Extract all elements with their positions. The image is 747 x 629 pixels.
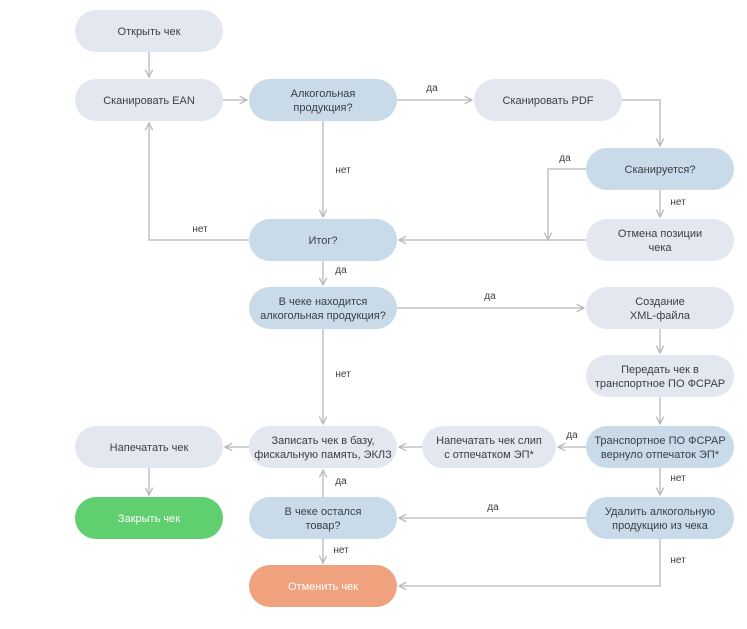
node-scan_ean: Сканировать EAN (75, 79, 223, 121)
node-label-print_slip: Напечатать чек слип (436, 435, 542, 447)
node-total: Итог? (249, 219, 397, 261)
node-label-send: транспортное ПО ФСРАР (595, 378, 725, 390)
node-label-left_goods: товар? (305, 520, 340, 532)
node-alco: Алкогольная продукция? (249, 79, 397, 121)
node-label-create_xml: Создание (635, 296, 685, 308)
edge-label-total-has_alco: да (335, 265, 347, 276)
edge-total-scan_ean (149, 123, 249, 241)
edge-label-total-scan_ean: нет (192, 224, 208, 235)
node-shape-cancel_pos (586, 219, 734, 261)
node-label-left_goods: В чеке остался (285, 506, 362, 518)
node-label-cancel_pos: Отмена позиции (618, 228, 702, 240)
node-label-delete_alco: Удалить алкогольную (605, 506, 715, 518)
node-scanned: Сканируется? (586, 148, 734, 190)
node-label-has_alco: алкогольная продукция? (260, 310, 386, 322)
node-delete_alco: Удалить алкогольную продукцию из чека (586, 497, 734, 539)
node-shape-scan_pdf (474, 79, 622, 121)
edge-label-has_alco-record: нет (335, 369, 351, 380)
node-shape-fsrar_ok (586, 426, 734, 468)
node-send: Передать чек в транспортное ПО ФСРАР (586, 355, 734, 397)
edge-label-delete_alco-cancel: нет (670, 555, 686, 566)
node-shape-total (249, 219, 397, 261)
edge-scan_pdf-scanned (622, 99, 660, 146)
node-label-fsrar_ok: вернуло отпечаток ЭП* (601, 449, 720, 461)
edge-label-fsrar_ok-print_slip: да (566, 430, 578, 441)
node-shape-has_alco (249, 287, 397, 329)
edge-delete_alco-cancel (399, 539, 661, 586)
node-label-close: Закрыть чек (118, 513, 180, 525)
node-label-create_xml: XML-файла (630, 310, 691, 322)
node-label-delete_alco: продукцию из чека (612, 520, 709, 532)
node-shape-scanned (586, 148, 734, 190)
node-label-alco: продукция? (293, 102, 352, 114)
node-label-total: Итог? (308, 235, 337, 247)
node-cancel_pos: Отмена позиции чека (586, 219, 734, 261)
node-scan_pdf: Сканировать PDF (474, 79, 622, 121)
edge-label-scanned-total: да (559, 153, 571, 164)
node-label-send: Передать чек в (621, 364, 699, 376)
node-label-open: Открыть чек (118, 26, 181, 38)
node-label-has_alco: В чеке находится (279, 296, 368, 308)
edge-label-left_goods-record: да (335, 476, 347, 487)
node-shape-scan_ean (75, 79, 223, 121)
node-shape-alco (249, 79, 397, 121)
node-shape-record (249, 426, 397, 468)
node-record: Записать чек в базу, фискальную память, Э… (249, 426, 397, 468)
node-open: Открыть чек (75, 10, 223, 52)
node-label-record: Записать чек в базу, (271, 435, 374, 447)
edge-label-alco-total: нет (335, 165, 351, 176)
node-fsrar_ok: Транспортное ПО ФСРАР вернуло отпечаток Э… (586, 426, 734, 468)
node-label-scan_pdf: Сканировать PDF (503, 95, 594, 107)
node-label-cancel: Отменить чек (288, 581, 358, 593)
node-shape-print (75, 426, 223, 468)
node-label-fsrar_ok: Транспортное ПО ФСРАР (594, 435, 725, 447)
node-print: Напечатать чек (75, 426, 223, 468)
node-label-scanned: Сканируется? (625, 164, 696, 176)
node-label-alco: Алкогольная (291, 88, 356, 100)
node-shape-print_slip (422, 426, 556, 468)
edge-label-alco-scan_pdf: да (426, 83, 438, 94)
node-shape-close (75, 497, 223, 539)
node-label-scan_ean: Сканировать EAN (103, 95, 195, 107)
edge-label-has_alco-create_xml: да (484, 291, 496, 302)
node-has_alco: В чеке находится алкогольная продукция? (249, 287, 397, 329)
node-shape-cancel (249, 565, 397, 607)
node-cancel: Отменить чек (249, 565, 397, 607)
node-shape-open (75, 10, 223, 52)
edge-scanned-total (548, 168, 586, 240)
node-print_slip: Напечатать чек слип с отпечатком ЭП* (422, 426, 556, 468)
node-shape-create_xml (586, 287, 734, 329)
edge-label-fsrar_ok-delete_alco: нет (670, 473, 686, 484)
node-label-print: Напечатать чек (110, 442, 189, 454)
node-shape-send (586, 355, 734, 397)
node-left_goods: В чеке остался товар? (249, 497, 397, 539)
edge-label-left_goods-cancel: нет (333, 545, 349, 556)
node-label-record: фискальную память, ЭКЛЗ (254, 449, 392, 461)
edge-label-delete_alco-left_goods: да (487, 502, 499, 513)
edge-label-scanned-cancel_pos: нет (670, 197, 686, 208)
node-close: Закрыть чек (75, 497, 223, 539)
node-shape-left_goods (249, 497, 397, 539)
node-label-cancel_pos: чека (648, 242, 672, 254)
node-shape-delete_alco (586, 497, 734, 539)
node-label-print_slip: с отпечатком ЭП* (444, 449, 534, 461)
